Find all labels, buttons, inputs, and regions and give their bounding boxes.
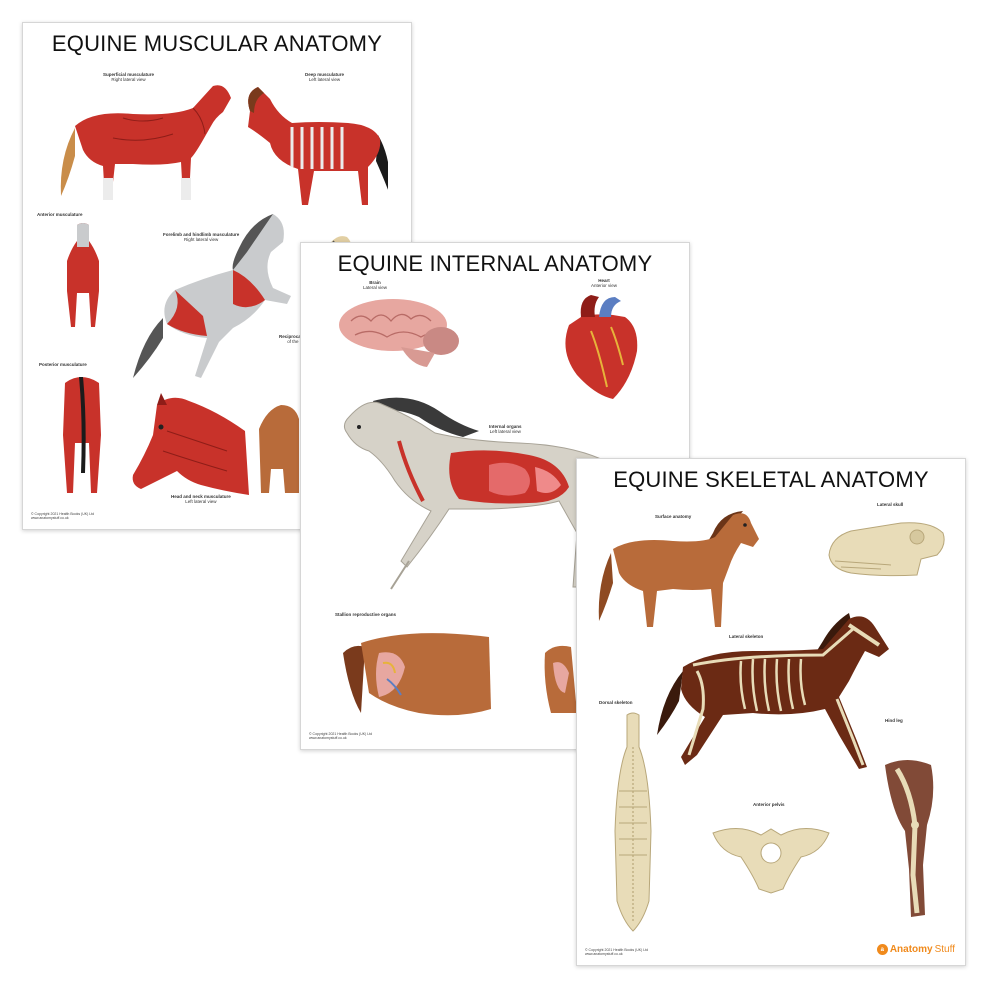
posterior-horse-figure (63, 377, 101, 493)
caption-hindleg: Hind leg (885, 718, 903, 723)
anterior-pelvis-figure (712, 828, 830, 894)
poster-title: EQUINE INTERNAL ANATOMY (337, 251, 653, 276)
stallion-reproductive-figure (343, 633, 491, 716)
caption-forelimb: Forelimb and hindlimb musculature Right … (163, 232, 240, 242)
caption-dorsal: Dorsal skeleton (599, 700, 633, 705)
caption-skull: Lateral skull (877, 502, 904, 507)
copyright: © Copyright 2021 Health Books (UK) Ltd w… (309, 731, 373, 741)
caption-heart: Heart Anterior view (591, 278, 618, 288)
surface-horse-figure (598, 511, 759, 627)
deep-horse-figure (248, 87, 388, 205)
anterior-horse-figure (67, 223, 99, 327)
head-neck-figure (132, 393, 249, 495)
caption-surface: Surface anatomy (655, 514, 692, 519)
copyright: © Copyright 2021 Health Books (UK) Ltd w… (31, 511, 95, 521)
partial-horse-figure (259, 405, 299, 493)
caption-pelvis: Anterior pelvis (753, 802, 785, 807)
caption-anterior: Anterior musculature (37, 212, 83, 217)
internal-organs-horse-figure (343, 397, 607, 590)
poster-title: EQUINE SKELETAL ANATOMY (613, 467, 929, 492)
lateral-skull-figure (828, 522, 945, 577)
caption-head-neck: Head and neck musculature Left lateral v… (171, 494, 231, 504)
skeletal-anatomy-poster: EQUINE SKELETAL ANATOMY Surface anatomy … (576, 458, 966, 966)
brain-figure (339, 299, 459, 367)
rearing-horse-figure (133, 214, 291, 378)
heart-figure (565, 295, 638, 399)
caption-stallion: Stallion reproductive organs (335, 612, 397, 617)
poster-title: EQUINE MUSCULAR ANATOMY (51, 31, 383, 56)
caption-organs: Internal organs Left lateral view (489, 424, 522, 434)
lateral-skeleton-horse-figure (657, 613, 889, 769)
caption-posterior: Posterior musculature (39, 362, 87, 367)
caption-deep: Deep musculature Left lateral view (305, 72, 345, 82)
mare-reproductive-partial-figure (544, 645, 577, 713)
copyright: © Copyright 2021 Health Books (UK) Ltd w… (585, 947, 649, 957)
caption-lateral: Lateral skeleton (729, 634, 764, 639)
dorsal-skeleton-figure (614, 712, 652, 932)
hind-leg-figure (885, 760, 934, 917)
superficial-horse-figure (60, 85, 231, 200)
caption-brain: Brain Lateral view (363, 280, 388, 290)
logo-mark-icon: a (876, 944, 888, 955)
caption-superficial: Superficial musculature Right lateral vi… (103, 72, 155, 82)
